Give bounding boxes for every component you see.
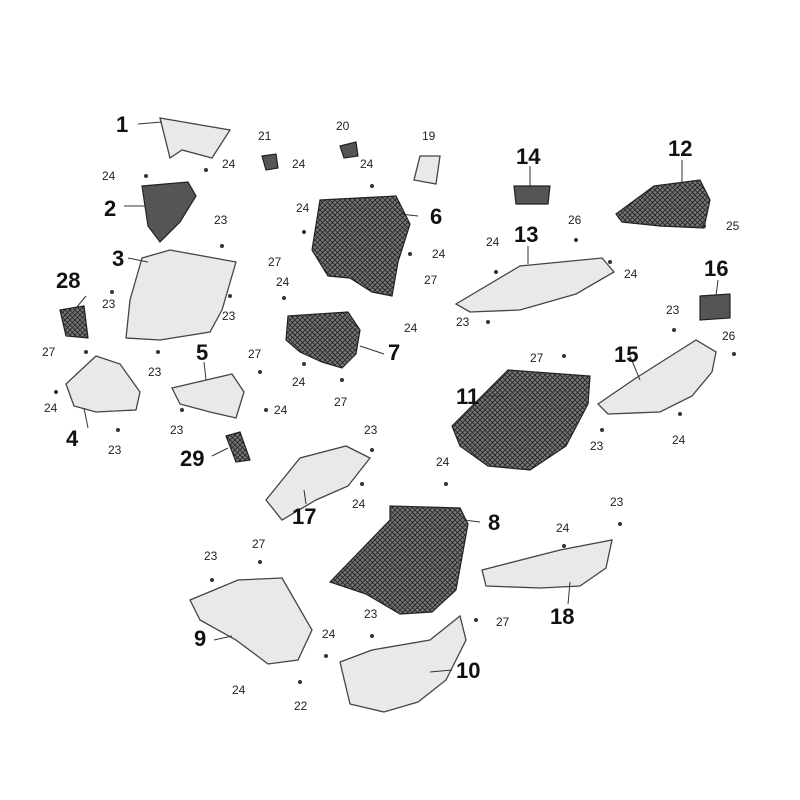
label-24: 24 xyxy=(486,235,500,249)
part-18-shape xyxy=(481,539,613,589)
part-1-shape xyxy=(159,117,232,160)
part-7-shape xyxy=(285,311,361,369)
callout-14: 14 xyxy=(516,144,541,169)
part-2-shape xyxy=(141,181,197,243)
label-24: 24 xyxy=(296,201,310,215)
label-24: 24 xyxy=(322,627,336,641)
callout-6: 6 xyxy=(430,204,442,229)
callout-1: 1 xyxy=(116,112,128,137)
label-24: 24 xyxy=(292,157,306,171)
label-24: 24 xyxy=(360,157,374,171)
part-13-shape xyxy=(454,257,616,313)
part-11-shape xyxy=(451,369,591,471)
part-20-shape xyxy=(339,141,359,159)
label-23: 23 xyxy=(364,423,378,437)
label-23: 23 xyxy=(222,309,236,323)
label-23: 23 xyxy=(204,549,218,563)
label-24: 24 xyxy=(232,683,246,697)
label-24: 24 xyxy=(222,157,236,171)
label-24: 24 xyxy=(274,403,288,417)
part-16-shape xyxy=(699,293,731,321)
callout-5: 5 xyxy=(196,340,208,365)
callout-18: 18 xyxy=(550,604,574,629)
callout-10: 10 xyxy=(456,658,480,683)
label-23: 23 xyxy=(456,315,470,329)
callout-7: 7 xyxy=(388,340,400,365)
label-24: 24 xyxy=(352,497,366,511)
label-23: 23 xyxy=(102,297,116,311)
callout-16: 16 xyxy=(704,256,728,281)
label-27: 27 xyxy=(334,395,348,409)
callout-2: 2 xyxy=(104,196,116,221)
label-27: 27 xyxy=(248,347,262,361)
label-23: 23 xyxy=(214,213,228,227)
label-23: 23 xyxy=(108,443,122,457)
callout-4: 4 xyxy=(66,426,79,451)
label-19: 19 xyxy=(422,129,436,143)
label-27: 27 xyxy=(252,537,266,551)
part-9-shape xyxy=(189,577,313,665)
callout-3: 3 xyxy=(112,246,124,271)
callout-28: 28 xyxy=(56,268,80,293)
fastener-marks xyxy=(54,168,736,684)
label-27: 27 xyxy=(268,255,282,269)
part-14-shape xyxy=(513,185,551,205)
label-27: 27 xyxy=(42,345,56,359)
callout-9: 9 xyxy=(194,626,206,651)
label-23: 23 xyxy=(666,303,680,317)
label-24: 24 xyxy=(44,401,58,415)
part-19-shape xyxy=(413,155,441,185)
part-6-shape xyxy=(311,195,411,297)
callout-13: 13 xyxy=(514,222,538,247)
label-24: 24 xyxy=(432,247,446,261)
part-4-shape xyxy=(65,355,141,413)
label-24: 24 xyxy=(102,169,116,183)
callout-11: 11 xyxy=(456,384,479,409)
callout-17: 17 xyxy=(292,504,316,529)
label-24: 24 xyxy=(292,375,306,389)
callout-12: 12 xyxy=(668,136,692,161)
part-10-shape xyxy=(339,614,467,713)
callout-8: 8 xyxy=(488,510,500,535)
label-25: 25 xyxy=(726,219,740,233)
part-17-shape xyxy=(265,445,372,521)
label-23: 23 xyxy=(148,365,162,379)
part-12-shape xyxy=(615,179,711,229)
label-24: 24 xyxy=(672,433,686,447)
part-21-shape xyxy=(261,153,279,171)
part-5-shape xyxy=(171,373,245,419)
label-24: 24 xyxy=(556,521,570,535)
part-15-shape xyxy=(596,339,717,415)
label-23: 23 xyxy=(170,423,184,437)
label-26: 26 xyxy=(722,329,736,343)
label-23: 23 xyxy=(590,439,604,453)
label-22: 22 xyxy=(294,699,308,713)
label-27: 27 xyxy=(424,273,438,287)
label-21: 21 xyxy=(258,129,272,143)
leader-lines xyxy=(75,121,719,673)
label-23: 23 xyxy=(610,495,624,509)
part-29-shape xyxy=(225,431,251,463)
label-26: 26 xyxy=(568,213,582,227)
label-24: 24 xyxy=(624,267,638,281)
label-27: 27 xyxy=(530,351,544,365)
part-28-shape xyxy=(59,305,89,339)
label-24: 24 xyxy=(436,455,450,469)
label-27: 27 xyxy=(496,615,510,629)
part-3-shape xyxy=(125,249,237,341)
callout-15: 15 xyxy=(614,342,638,367)
label-23: 23 xyxy=(364,607,378,621)
label-24: 24 xyxy=(404,321,418,335)
label-20: 20 xyxy=(336,119,350,133)
callout-29: 29 xyxy=(180,446,204,471)
part-8-shape xyxy=(328,505,469,615)
label-24: 24 xyxy=(276,275,290,289)
